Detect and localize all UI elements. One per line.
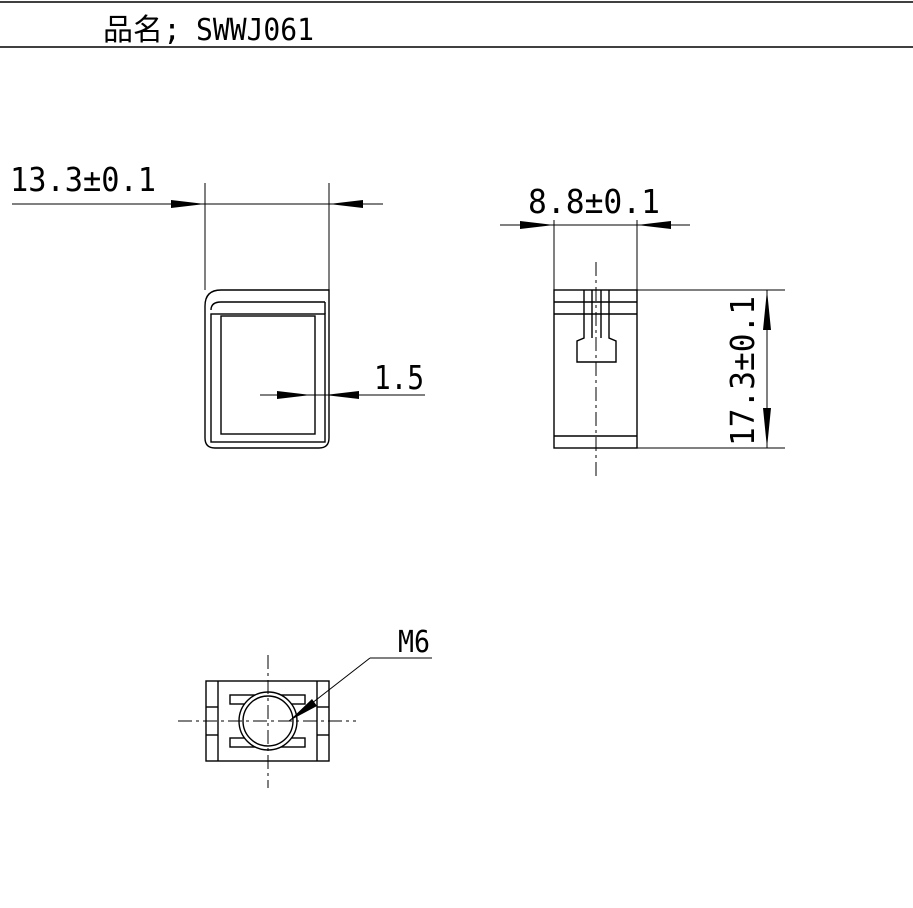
side-height-arrow-bottom: [763, 408, 771, 448]
top-view: M6: [178, 625, 432, 788]
wall-thickness-label: 1.5: [374, 358, 424, 397]
side-width-arrow-right: [637, 221, 671, 229]
wall-arrow-right: [325, 391, 359, 399]
side-height-label: 17.3±0.1: [723, 296, 762, 446]
thread-label: M6: [398, 625, 430, 660]
thread-inner-circle: [242, 695, 294, 747]
product-label: 品名;: [103, 13, 181, 48]
side-view: 8.8±0.1 17.3±0.1: [500, 182, 785, 476]
side-width-arrow-left: [520, 221, 554, 229]
wall-arrow-left: [277, 391, 311, 399]
side-width-label: 8.8±0.1: [528, 182, 660, 221]
side-height-arrow-top: [763, 290, 771, 330]
front-wall-rect: [210, 313, 326, 443]
front-width-arrow-right: [329, 200, 363, 208]
front-lip-line: [210, 301, 325, 311]
thread-leader-arrow: [289, 699, 317, 721]
front-width-arrow-left: [171, 200, 205, 208]
front-outer-outline: [204, 289, 330, 449]
product-code: SWWJ061: [196, 13, 314, 48]
front-inner-rect: [220, 315, 316, 435]
front-width-label: 13.3±0.1: [10, 160, 156, 199]
front-view: 13.3±0.1 1.5: [10, 160, 425, 449]
